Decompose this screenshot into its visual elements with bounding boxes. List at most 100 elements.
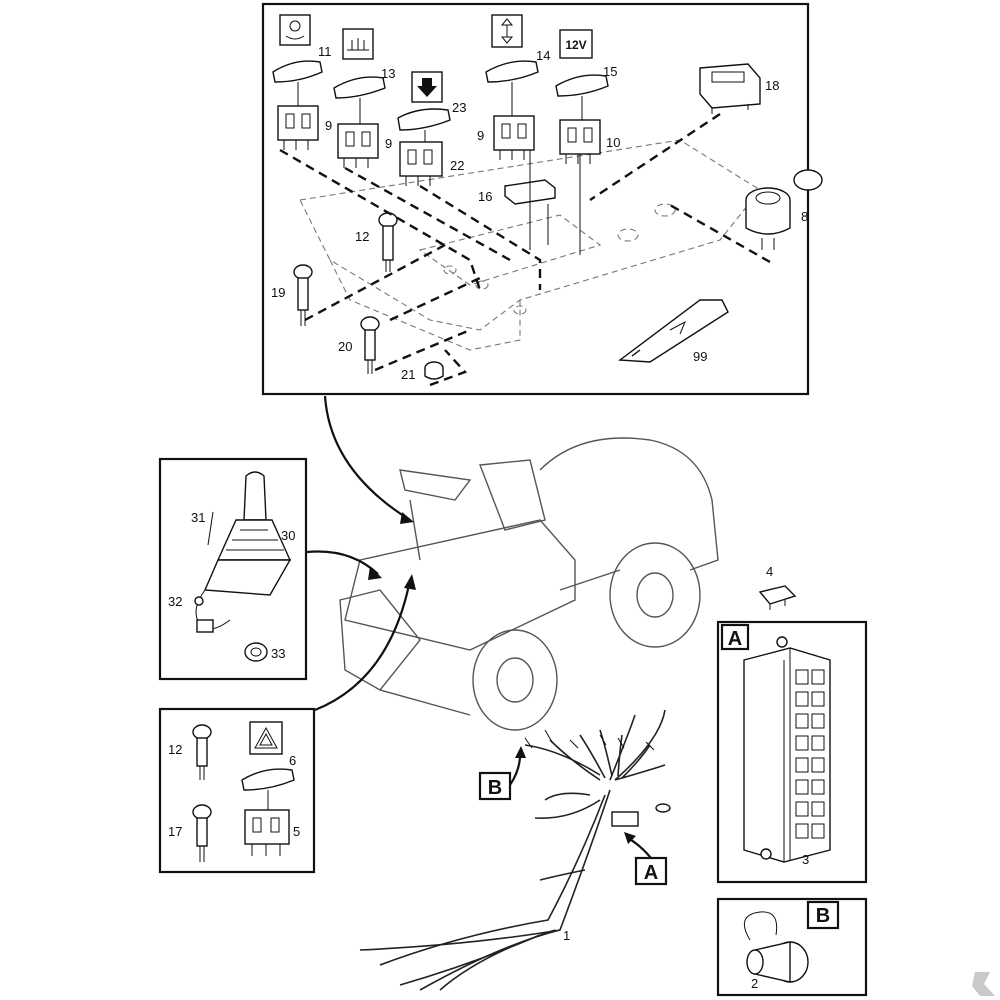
indicator-lamp-20 [360,316,380,374]
callout-21: 21 [401,367,415,382]
callout-6: 6 [289,753,296,768]
release-tool-99 [618,299,729,363]
fuse-box-ref-a-letter: A [728,628,742,650]
rocker-cap-23 [397,108,451,131]
dashboard-detail-frame [261,2,810,396]
callout-20: 20 [338,339,352,354]
buzzer-ref-b-letter: B [816,905,830,927]
dashboard-pointer-arrow [323,395,411,521]
callout-19: 19 [271,285,285,300]
blank-plug-21 [424,361,444,380]
joystick-detail-frame [158,457,308,681]
dashboard-pointer-arrowhead [400,512,414,524]
callout-9-right: 9 [477,128,484,143]
callout-99: 99 [693,349,707,364]
harness-connector-a [611,811,639,827]
callout-10: 10 [606,135,620,150]
indicator-lamp-19 [293,264,313,326]
hazard-switch-panel: 12 6 17 5 [158,707,316,874]
callout-11: 11 [318,44,332,59]
indicator-lamp-12-bottom [192,724,212,780]
rocker-cap-14 [485,60,539,83]
twelve-volt-symbol: 12V [559,29,593,59]
callout-15: 15 [603,64,617,79]
switch-body-5 [244,809,290,856]
rocker-cap-6 [241,768,295,791]
joystick-pointer-arrow [306,550,379,575]
up-down-arrow-symbol-icon [491,14,523,48]
switch-body-9-left [277,105,319,150]
joystick-base [203,559,292,596]
work-light-symbol-icon [279,14,311,46]
callout-12-top: 12 [355,229,369,244]
buzzer-panel: B 2 [716,897,868,997]
rocker-cap-11 [272,60,323,83]
mower-height-symbol-icon [342,28,374,60]
grommet-33 [244,642,268,662]
harness-ref-b: B [478,746,526,801]
callout-22: 22 [450,158,464,173]
buzzer-ref-b [806,900,840,930]
callout-12-bottom: 12 [168,742,182,757]
power-socket-8 [745,169,823,250]
joystick-handle [243,471,267,521]
callout-13: 13 [381,66,395,81]
indicator-lamp-17 [192,804,212,862]
rocker-cap-13 [333,76,386,99]
tractor-outline [339,437,719,731]
fuse-box-panel: A 3 [716,620,868,884]
callout-9-middle: 9 [385,136,392,151]
dashboard-outline [299,139,761,351]
twelve-volt-label: 12V [565,38,586,52]
harness-ref-a: A [624,832,668,886]
nut-32 [194,596,204,606]
fuse-box-3 [743,647,831,863]
fuse-box-frame [716,620,868,884]
switch-body-10 [559,119,601,164]
callout-4: 4 [766,564,773,579]
hazard-panel-pointer-arrowhead [404,574,416,590]
rocker-cap-15 [555,74,609,97]
release-tool-arrow [669,320,686,335]
callout-33: 33 [271,646,285,661]
callout-31: 31 [191,510,205,525]
wiring-harness-1: 1 [359,709,671,991]
callout-16: 16 [478,189,492,204]
hazard-detail-frame [158,707,316,874]
panel-wiring-routes [279,112,771,387]
callout-23: 23 [452,100,466,115]
buzzer-frame [716,897,868,997]
callout-32: 32 [168,594,182,609]
harness-ref-b-letter: B [488,777,502,799]
switch-body-22 [399,141,443,186]
switch-body-9-right [493,115,535,160]
callout-9-left: 9 [325,118,332,133]
hazard-warning-symbol-icon [249,721,283,755]
watermark-logo [972,972,995,996]
callout-17: 17 [168,824,182,839]
switch-body-9-middle [337,123,379,168]
harness-ref-a-letter: A [644,862,658,884]
joystick-pointer-arrowhead [368,566,382,580]
callout-5: 5 [293,824,300,839]
buzzer-wires [743,911,778,941]
hazard-panel-pointer-arrow [314,579,412,712]
fuse-4: 4 [758,564,797,610]
callout-2: 2 [751,976,758,991]
fuse-box-ref-a [720,623,750,651]
callout-18: 18 [765,78,779,93]
hour-meter-18 [699,63,761,114]
screw-31 [207,511,214,546]
fuse-slots [795,669,825,839]
indicator-lamp-12-top [378,212,398,272]
callout-1: 1 [563,928,570,943]
callout-8: 8 [801,209,808,224]
callout-3: 3 [802,852,809,867]
down-arrow-symbol-icon [411,71,443,103]
dashboard-switch-panel: 12V [261,2,823,396]
callout-30: 30 [281,528,295,543]
joystick-connector [196,619,214,633]
callout-14: 14 [536,48,550,63]
